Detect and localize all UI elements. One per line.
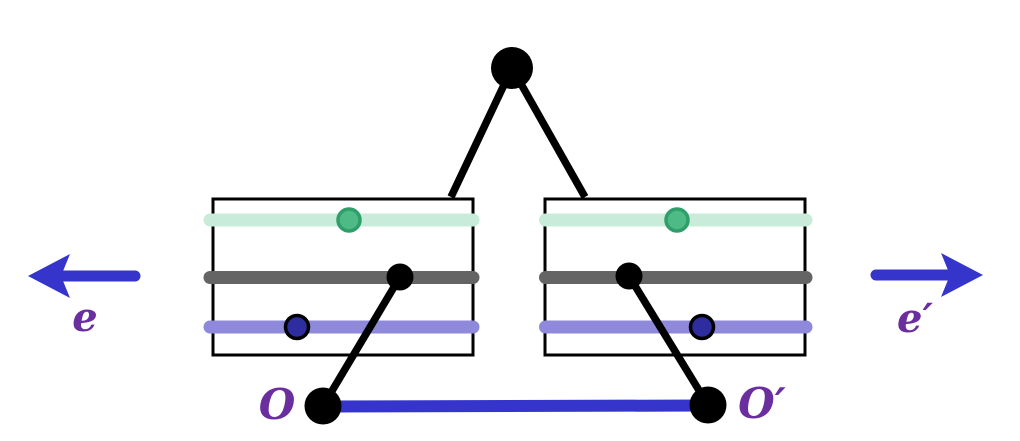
right-arrow-icon xyxy=(870,253,983,297)
edge-right-middot-to-origin xyxy=(625,274,712,407)
baseline-segment xyxy=(322,399,709,413)
label-o-prime: O′ xyxy=(738,379,786,428)
left-black-point xyxy=(386,263,414,291)
label-e-prime: e′ xyxy=(897,295,933,342)
label-e: e xyxy=(72,294,97,341)
left-green-point xyxy=(336,207,362,233)
left-navy-point xyxy=(283,313,311,341)
right-arrow-head xyxy=(941,253,983,297)
right-green-point xyxy=(664,207,690,233)
right-black-point xyxy=(615,262,643,290)
origin-node-right xyxy=(689,386,727,424)
label-o: O xyxy=(259,380,296,429)
apex-node xyxy=(491,47,533,89)
left-arrow-head xyxy=(28,254,70,298)
edge-apex-to-right-box xyxy=(508,66,589,199)
left-arrow-icon xyxy=(28,254,141,298)
origin-node-left xyxy=(304,387,342,425)
right-navy-point xyxy=(688,313,716,341)
edge-left-middot-to-origin xyxy=(319,275,404,408)
edge-apex-to-left-box xyxy=(447,66,516,199)
